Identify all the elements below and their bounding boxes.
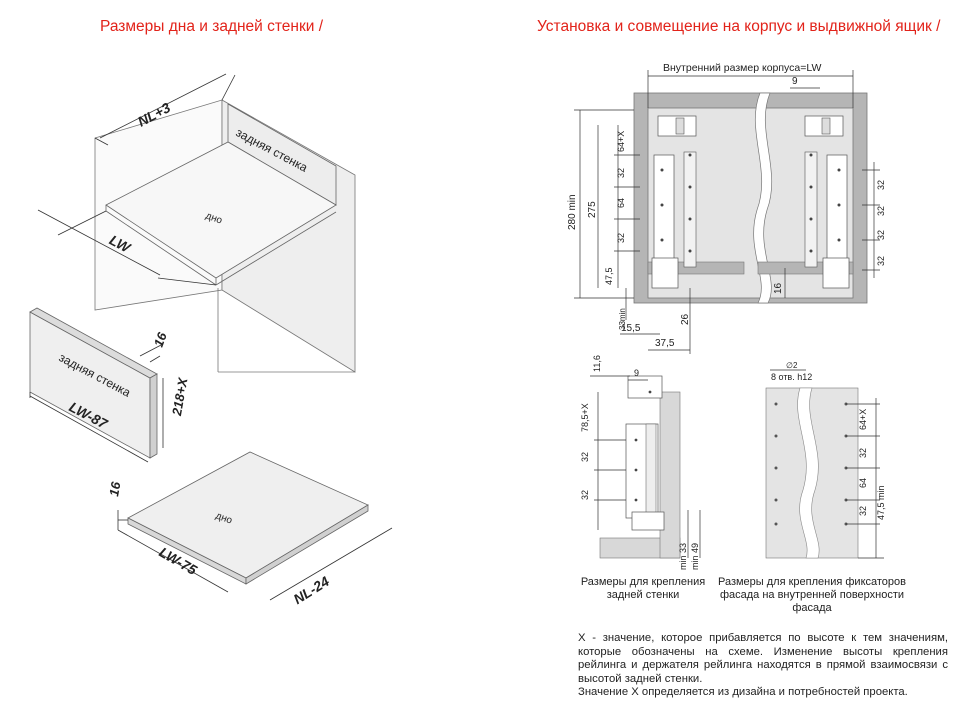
label-fd-64: 64 xyxy=(858,478,868,488)
dim-lw-75 xyxy=(117,529,229,593)
front-mount-detail xyxy=(765,387,859,559)
iso-box-drawing xyxy=(94,99,356,373)
caption-rear-mount: Размеры для крепления задней стенки xyxy=(580,576,706,601)
label-nl-24: NL-24 xyxy=(290,573,332,607)
label-fv-9: 9 xyxy=(792,76,798,87)
label-rd-9: 9 xyxy=(634,368,639,378)
label-rd-11-6: 11,6 xyxy=(592,355,602,372)
left-title: Размеры дна и задней стенки / xyxy=(100,18,324,35)
label-fd-32-1: 32 xyxy=(858,448,868,458)
label-rd-78-5x: 78,5+X xyxy=(580,403,590,432)
label-fv-37-5: 37,5 xyxy=(655,338,675,349)
label-fv-15-5: 15,5 xyxy=(621,323,641,334)
label-rd-32-1: 32 xyxy=(580,452,590,462)
label-16-bottom: 16 xyxy=(106,480,123,498)
label-fv-16: 16 xyxy=(773,282,784,294)
rear-detail-dimensions xyxy=(590,375,701,558)
label-fd-dia: ∅2 xyxy=(786,361,798,370)
front-view-dimensions xyxy=(574,70,880,354)
right-title: Установка и совмещение на корпус и выдви… xyxy=(537,18,941,35)
label-16-rear: 16 xyxy=(151,330,170,349)
dim-nl-24 xyxy=(269,527,393,601)
label-fv-64x: 64+X xyxy=(616,131,626,152)
rear-panel-drawing xyxy=(29,307,158,459)
dim-nl-plus-3 xyxy=(94,73,236,146)
label-fv-32-2: 32 xyxy=(616,233,626,243)
notes-block: X - значение, которое прибавляется по вы… xyxy=(578,632,948,700)
label-rd-min33: min 33 xyxy=(678,543,688,570)
label-fv-33min: 33min xyxy=(618,308,627,330)
dim-16-rear xyxy=(139,343,164,363)
label-fv-32-1: 32 xyxy=(616,168,626,178)
dim-lw-87 xyxy=(29,392,149,463)
note-paragraph-1: X - значение, которое прибавляется по вы… xyxy=(578,632,948,685)
label-fv-r32-4: 32 xyxy=(876,256,886,266)
label-fv-280min: 280 min xyxy=(567,194,578,230)
label-fv-r32-3: 32 xyxy=(876,230,886,240)
label-fd-32-2: 32 xyxy=(858,506,868,516)
dim-16-bottom xyxy=(117,510,128,530)
label-fd-holes: 8 отв. h12 xyxy=(771,372,812,382)
label-fv-r32-2: 32 xyxy=(876,206,886,216)
cabinet-front-view xyxy=(633,92,868,304)
rear-mount-detail xyxy=(599,375,681,559)
label-fd-47-5min: 47,5 min xyxy=(876,485,886,520)
label-rd-32-2: 32 xyxy=(580,490,590,500)
label-fd-64x: 64+X xyxy=(858,409,868,430)
bottom-panel-drawing xyxy=(127,451,369,585)
label-inner-width: Внутренний размер корпуса=LW xyxy=(663,62,821,74)
caption-front-mount: Размеры для крепления фиксаторов фасада … xyxy=(717,576,906,614)
label-fv-64: 64 xyxy=(616,198,626,208)
note-paragraph-2: Значение X определяется из дизайна и пот… xyxy=(578,686,908,699)
dim-lw xyxy=(37,209,217,286)
label-218x: 218+X xyxy=(169,375,191,417)
label-fv-26: 26 xyxy=(680,313,691,325)
label-rd-min49: min 49 xyxy=(690,543,700,570)
label-fv-r32-1: 32 xyxy=(876,180,886,190)
label-fv-47-5: 47,5 xyxy=(604,267,614,285)
front-detail-dimensions xyxy=(770,369,884,559)
label-fv-275: 275 xyxy=(587,201,598,218)
